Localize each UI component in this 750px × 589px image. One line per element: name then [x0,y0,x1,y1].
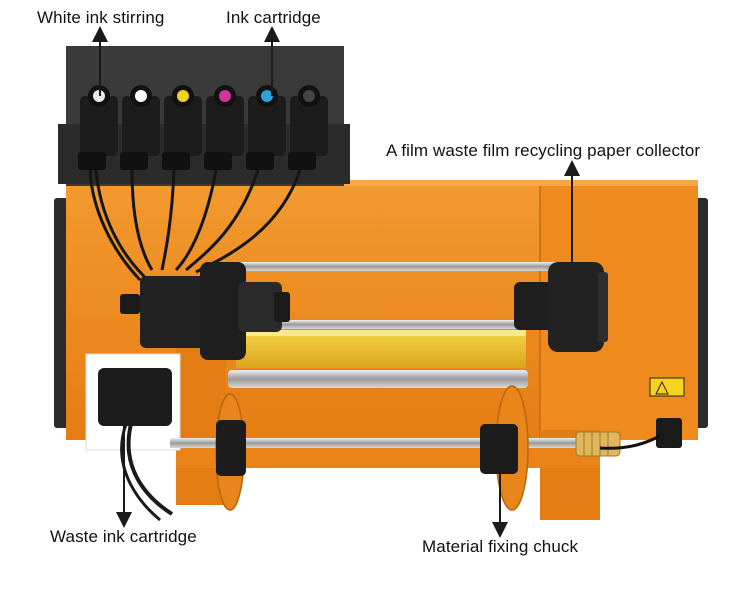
label-white-ink-stirring: White ink stirring [37,8,165,27]
ink-bottle-y [164,85,202,156]
spring-tensioner [575,431,621,457]
film-collector-chuck [514,262,608,352]
material-rod [170,438,590,448]
ink-bottle-m [206,85,244,156]
warning-sticker [649,377,685,397]
label-film-recycling-collector: A film waste film recycling paper collec… [386,141,701,160]
print-bed [236,330,526,368]
ink-valves [78,152,316,170]
label-waste-ink-cartridge: Waste ink cartridge [50,527,197,546]
lower-roller [228,370,528,388]
motor-housing [140,276,212,348]
power-switch [656,418,682,448]
ink-tubes [88,169,302,284]
upper-rod-mid [226,320,560,329]
left-material-disc [215,393,246,511]
ink-bottles [80,85,328,156]
label-material-fixing-chuck: Material fixing chuck [422,537,579,556]
label-ink-cartridge: Ink cartridge [226,8,321,27]
ink-bottle-c [248,85,286,156]
upper-rod-top [222,262,560,271]
ink-bottle-v [122,85,160,156]
ink-bottle-k [290,85,328,156]
